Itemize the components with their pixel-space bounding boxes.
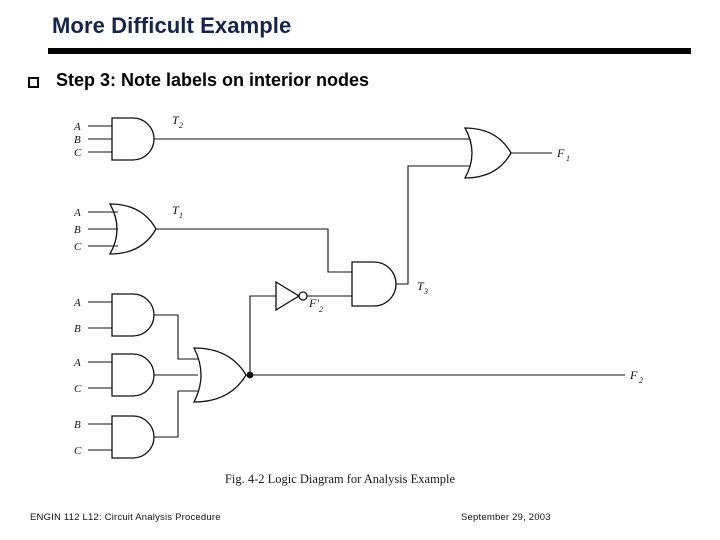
node-label-t2: T <box>172 113 180 127</box>
input-label-b-and-bc: B <box>74 419 81 431</box>
input-label-c-or-t1: C <box>74 241 82 253</box>
input-label-c-and-bc: C <box>74 445 82 457</box>
input-label-b-or-t1: B <box>74 224 81 236</box>
input-label-a-and-ac: A <box>73 357 81 369</box>
bullet-square-icon <box>28 77 39 88</box>
input-label-c-and-ac: C <box>74 383 82 395</box>
gate-not-f2 <box>275 280 308 312</box>
input-label-b-and-ab: B <box>74 323 81 335</box>
footer-course-label: ENGIN 112 L12: Circuit Analysis Procedur… <box>30 512 221 523</box>
node-label-t2-subscript: 2 <box>179 121 183 130</box>
wire-t3-to-or-f1 <box>396 165 471 285</box>
figure-caption: Fig. 4-2 Logic Diagram for Analysis Exam… <box>224 472 456 486</box>
gate-and-ab: A B <box>73 293 155 337</box>
page-title: More Difficult Example <box>52 13 292 38</box>
node-label-f2-subscript: 2 <box>639 376 643 385</box>
wire-ab-to-or-f2 <box>154 314 198 360</box>
node-label-f1: F <box>556 146 565 160</box>
node-label-f2-not-subscript: 2 <box>319 305 323 314</box>
gate-and-bc: B C <box>74 415 155 459</box>
node-label-t3-subscript: 3 <box>423 287 428 296</box>
footer-date: September 29, 2003 <box>461 512 551 523</box>
gate-or-f2 <box>192 347 247 403</box>
gate-and-t2: A B C <box>73 117 155 161</box>
logic-diagram-figure: A B C T 2 A B C T 1 <box>60 104 700 494</box>
input-label-a-and-t2: A <box>73 121 81 133</box>
wire-bc-to-or-f2 <box>154 390 198 438</box>
wire-f2-to-inverter <box>249 295 276 372</box>
gate-and-t3 <box>351 261 397 307</box>
title-divider <box>48 48 691 54</box>
input-label-c-and-t2: C <box>74 147 82 159</box>
node-label-t1: T <box>172 203 180 217</box>
input-label-a-or-t1: A <box>73 207 81 219</box>
wire-t1-to-and-t3 <box>156 228 352 273</box>
wire-junction-dot <box>246 371 254 379</box>
input-label-b-and-t2: B <box>74 134 81 146</box>
node-label-t1-subscript: 1 <box>179 211 183 220</box>
gate-and-ac: A C <box>73 353 155 397</box>
node-label-f1-subscript: 1 <box>566 154 570 163</box>
gate-or-f1 <box>463 127 512 179</box>
node-label-t3: T <box>417 279 425 293</box>
gate-or-t1: A B C <box>73 203 157 255</box>
node-label-f2-not: F' <box>308 296 319 310</box>
bullet-text: Step 3: Note labels on interior nodes <box>56 70 370 90</box>
input-label-a-and-ab: A <box>73 297 81 309</box>
bullet-row: Step 3: Note labels on interior nodes <box>28 70 688 100</box>
logic-diagram-svg: A B C T 2 A B C T 1 <box>73 113 643 459</box>
node-label-f2: F <box>629 368 638 382</box>
inverter-bubble-icon <box>298 291 308 301</box>
